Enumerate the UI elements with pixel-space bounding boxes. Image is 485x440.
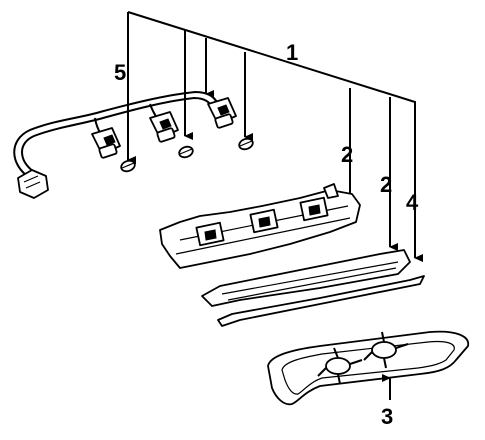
bulb-right (238, 137, 254, 151)
bulb-socket-right (207, 97, 237, 129)
bulb-socket-left (91, 127, 121, 159)
callout-2-lens: 2 (380, 172, 392, 197)
wiring-harness (13, 90, 221, 199)
callout-4: 4 (406, 190, 419, 215)
bulb-socket-middle (149, 111, 179, 143)
socket-star-right (363, 331, 409, 369)
socket-star-left (317, 347, 363, 385)
bulb-left (120, 159, 136, 173)
callout-3: 3 (381, 404, 393, 429)
lamp-housing (159, 183, 361, 269)
callout-1-leaders (127, 11, 423, 262)
gasket (217, 275, 425, 327)
callout-2-housing: 2 (341, 142, 353, 167)
lamp-lens (201, 249, 411, 307)
callout-5: 5 (114, 60, 126, 85)
callout-1: 1 (286, 40, 298, 65)
bulb-middle (178, 145, 194, 159)
reflector-base (267, 330, 469, 406)
